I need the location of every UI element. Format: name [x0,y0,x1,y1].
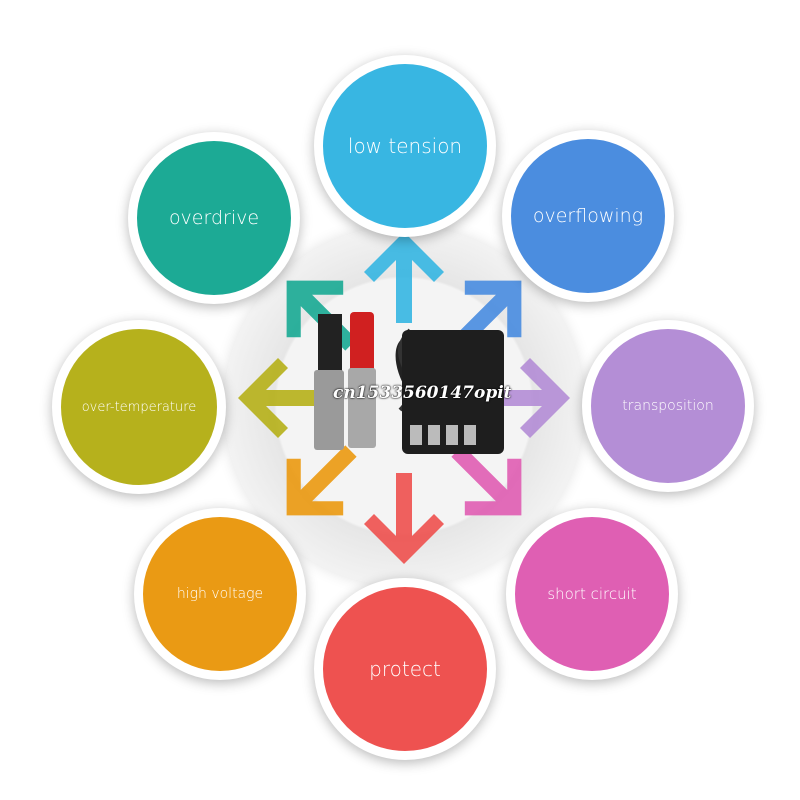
usb-ports [410,425,476,445]
usb-charger-box [402,330,504,454]
red-clip [350,312,374,372]
feature-label: short circuit [547,585,637,603]
feature-protect: protect [314,578,496,760]
feature-label: transposition [622,398,714,414]
feature-short-circuit: short circuit [506,508,678,680]
arrow-icon [364,232,444,323]
arrow-icon [286,445,357,516]
feature-overflowing: overflowing [502,130,674,302]
feature-high-voltage: high voltage [134,508,306,680]
charger-product-image [314,312,504,454]
feature-label: overflowing [532,205,644,227]
feature-overdrive: overdrive [128,132,300,304]
black-clip [318,314,342,374]
arrow-icon [451,445,522,516]
feature-label: over-temperature [81,399,197,415]
feature-label: protect [369,657,441,681]
feature-label: low tension [347,134,463,158]
arrow-icon [479,358,570,438]
feature-label: high voltage [176,586,264,602]
feature-transposition: transposition [582,320,754,492]
feature-over-temperature: over-temperature [52,320,226,494]
feature-low-tension: low tension [314,55,496,237]
arrow-icon [364,473,444,564]
feature-label: overdrive [168,207,260,229]
watermark-text: cn1533560147opit [333,383,512,403]
arrow-icon [238,358,329,438]
